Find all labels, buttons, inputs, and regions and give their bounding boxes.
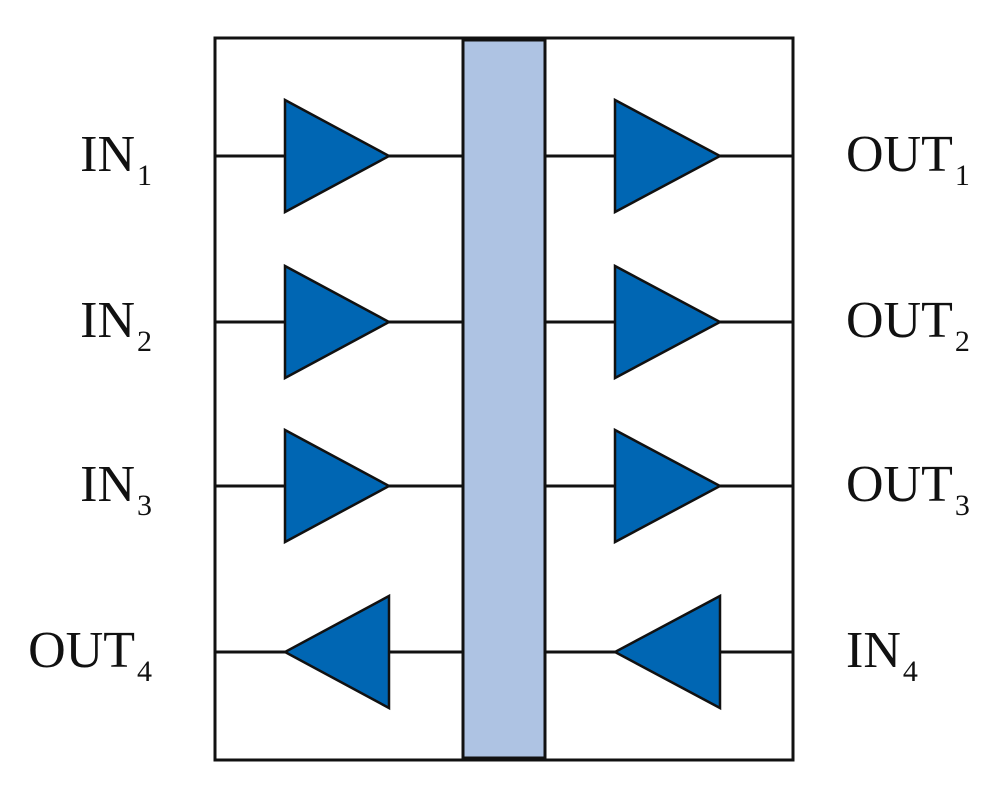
right-buffer-2-triangle bbox=[613, 263, 723, 381]
left-buffer-3-triangle bbox=[283, 427, 392, 545]
right-port-label-4: IN4 bbox=[846, 622, 918, 688]
isolation-barrier bbox=[461, 38, 547, 760]
right-port-label-1: OUT1 bbox=[846, 126, 970, 192]
left-port-label-1: IN1 bbox=[80, 126, 152, 192]
left-buffer-1-triangle bbox=[283, 97, 392, 215]
package-outline bbox=[213, 36, 795, 762]
right-port-label-2: OUT2 bbox=[846, 292, 970, 358]
channels bbox=[215, 97, 793, 711]
right-buffer-3-triangle bbox=[613, 427, 723, 545]
right-port-label-3: OUT3 bbox=[846, 456, 970, 522]
left-port-label-4: OUT4 bbox=[28, 622, 152, 688]
right-buffer-1-triangle bbox=[613, 97, 723, 215]
left-port-label-3: IN3 bbox=[80, 456, 152, 522]
left-port-label-2: IN2 bbox=[80, 292, 152, 358]
left-buffer-2-triangle bbox=[283, 263, 392, 381]
left-buffer-4-triangle bbox=[282, 593, 391, 711]
right-buffer-4-triangle bbox=[612, 593, 722, 711]
